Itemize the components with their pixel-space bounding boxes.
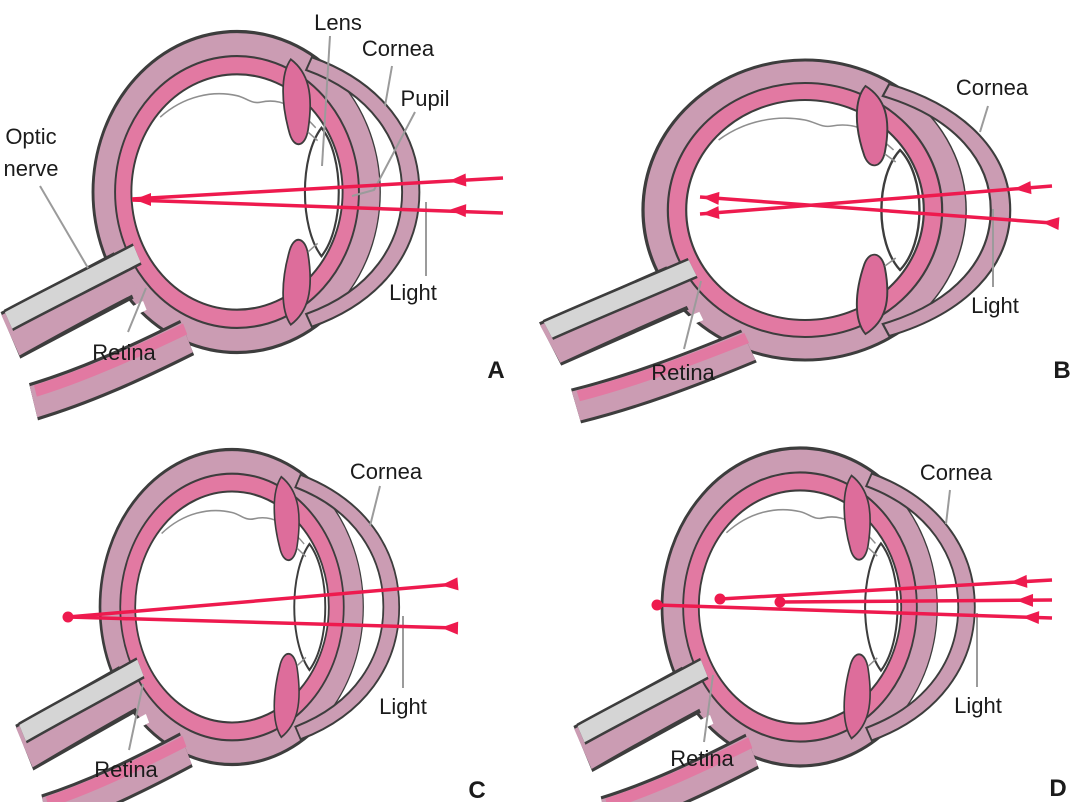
label-lens: Lens bbox=[314, 10, 362, 35]
cornea-leader-line bbox=[369, 485, 381, 527]
label-light: Light bbox=[389, 280, 437, 305]
panel-d-light-rays bbox=[651, 574, 1053, 625]
cornea-leader-line bbox=[979, 105, 989, 133]
focal-point-dot bbox=[774, 596, 786, 608]
label-cornea: Cornea bbox=[956, 75, 1029, 100]
panel-c-light-rays bbox=[62, 577, 459, 635]
label-retina: Retina bbox=[670, 746, 734, 771]
light-ray bbox=[131, 198, 504, 215]
label-retina: Retina bbox=[651, 360, 715, 385]
panel-c: Cornea Light Retina C bbox=[23, 450, 486, 802]
cornea-leader-line bbox=[945, 489, 951, 525]
light-ray bbox=[699, 184, 1053, 216]
pupil-leader-line bbox=[351, 111, 416, 197]
light-ray bbox=[67, 582, 457, 619]
panel-letter-a: A bbox=[487, 357, 504, 384]
ray-arrowhead bbox=[440, 577, 459, 592]
light-ray bbox=[656, 603, 1053, 620]
optic-nerve-leader-line bbox=[39, 185, 89, 269]
focal-point-dot bbox=[651, 599, 663, 611]
label-optic-nerve-line2: nerve bbox=[3, 156, 58, 181]
panel-a-eye bbox=[9, 31, 434, 401]
panel-d-eye bbox=[581, 448, 989, 802]
panel-letter-b: B bbox=[1053, 357, 1070, 384]
label-light: Light bbox=[379, 694, 427, 719]
retina-leader-line bbox=[127, 287, 147, 333]
label-pupil: Pupil bbox=[401, 86, 450, 111]
ray-arrowhead bbox=[1015, 593, 1034, 607]
panel-b: Cornea Light Retina B bbox=[548, 60, 1071, 406]
label-cornea: Cornea bbox=[920, 460, 993, 485]
panel-d: Cornea Light Retina D bbox=[581, 448, 1067, 802]
retina-leader-line bbox=[683, 280, 702, 350]
light-ray bbox=[699, 195, 1053, 225]
panel-b-eye bbox=[548, 60, 1026, 406]
label-light: Light bbox=[971, 293, 1019, 318]
panel-letter-c: C bbox=[468, 777, 485, 802]
cornea-leader-line bbox=[384, 65, 393, 107]
focal-point-dot bbox=[714, 593, 726, 605]
label-retina: Retina bbox=[94, 757, 158, 782]
ray-arrowhead bbox=[1041, 215, 1060, 231]
ray-arrowhead bbox=[1021, 610, 1040, 625]
label-retina: Retina bbox=[92, 340, 156, 365]
ray-arrowhead bbox=[448, 203, 467, 218]
label-light: Light bbox=[954, 693, 1002, 718]
ray-arrowhead bbox=[448, 173, 467, 188]
retina-leader-line bbox=[128, 683, 144, 751]
light-ray bbox=[131, 176, 504, 201]
light-ray bbox=[67, 615, 457, 630]
ray-arrowhead bbox=[440, 621, 459, 635]
panel-letter-d: D bbox=[1049, 775, 1066, 802]
light-ray bbox=[779, 598, 1053, 604]
ray-arrowhead bbox=[1009, 574, 1028, 589]
light-ray bbox=[719, 578, 1053, 601]
retina-leader-line bbox=[703, 674, 714, 743]
panel-b-light-rays bbox=[699, 181, 1060, 231]
label-optic-nerve-line1: Optic bbox=[5, 124, 56, 149]
label-cornea: Cornea bbox=[350, 459, 423, 484]
focal-point-dot bbox=[62, 611, 74, 623]
label-cornea: Cornea bbox=[362, 36, 435, 61]
panel-a: Lens Cornea Pupil Optic nerve Retina Lig… bbox=[3, 10, 505, 402]
lens-leader-line bbox=[321, 35, 331, 167]
panel-a-light-rays bbox=[131, 173, 504, 218]
